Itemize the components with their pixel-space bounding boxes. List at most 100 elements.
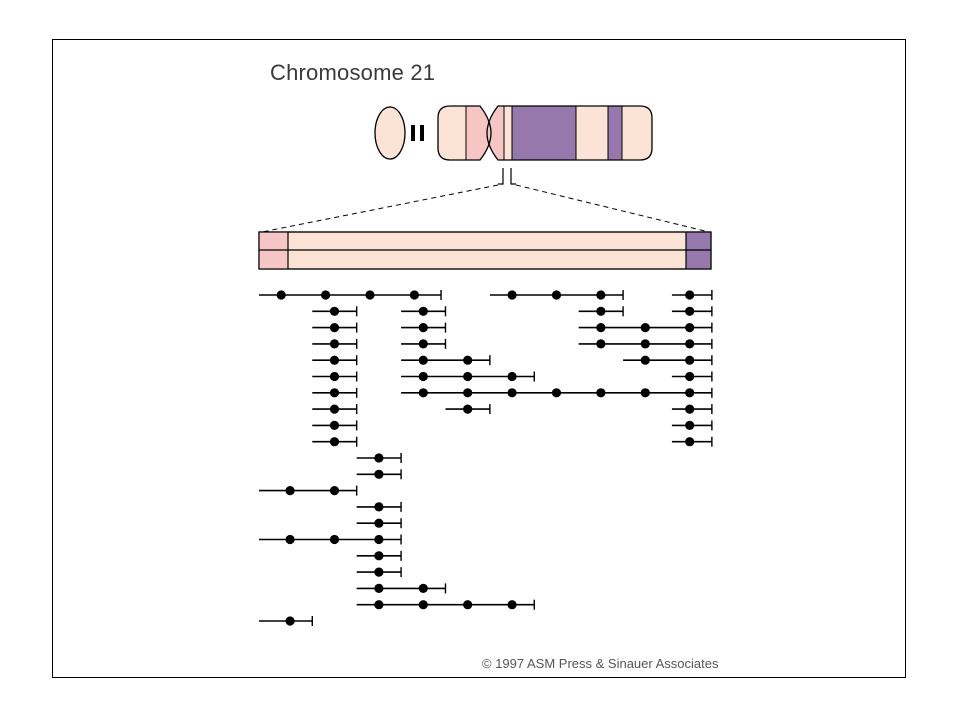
clone — [312, 355, 358, 366]
stalk-band-2 — [420, 125, 424, 141]
marker-dot — [685, 371, 695, 382]
marker-dot — [418, 371, 428, 382]
clone — [489, 290, 624, 300]
clone — [356, 453, 402, 463]
marker-dot — [685, 339, 695, 349]
marker-dot — [409, 290, 419, 300]
marker-dot — [285, 616, 295, 626]
marker-dot — [418, 583, 428, 594]
chromosome-ideogram — [374, 105, 653, 185]
clone — [578, 338, 713, 349]
region-bar-outline — [258, 231, 712, 270]
marker-dot — [418, 306, 428, 316]
marker-dot — [418, 355, 428, 365]
marker-dot — [685, 306, 695, 316]
marker-dot — [507, 388, 517, 398]
copyright-notice: © 1997 ASM Press & Sinauer Associates — [482, 656, 719, 671]
marker-dot — [640, 323, 650, 333]
clone — [401, 371, 535, 382]
clone — [259, 616, 313, 626]
marker-dot — [374, 567, 384, 577]
marker-dot — [374, 551, 384, 561]
clone — [356, 469, 402, 480]
marker-dot — [551, 290, 562, 300]
satellite — [374, 106, 406, 160]
clone — [578, 306, 624, 317]
clone — [578, 322, 713, 333]
marker-dot — [329, 486, 340, 496]
marker-dot — [685, 355, 695, 365]
marker-dot — [685, 388, 695, 398]
marker-dot — [329, 534, 340, 545]
marker-dot — [596, 306, 606, 316]
marker-dot — [329, 404, 340, 414]
marker-dot — [374, 453, 384, 463]
clone — [312, 306, 358, 317]
marker-dot — [374, 583, 384, 594]
stalk-band-1 — [411, 125, 415, 141]
marker-dot — [374, 469, 384, 479]
region-marker-left — [498, 168, 504, 185]
marker-dot — [418, 339, 428, 349]
enlarged-region — [258, 231, 712, 270]
marker-dot — [463, 600, 473, 610]
clone — [671, 371, 713, 382]
clone — [671, 404, 713, 415]
marker-dot — [329, 437, 340, 447]
short-arm-outline — [437, 105, 492, 161]
marker-dot — [596, 388, 606, 398]
clone — [312, 436, 358, 447]
marker-dot — [285, 534, 295, 545]
marker-dot — [685, 323, 695, 333]
band-q22 — [608, 106, 622, 160]
clone-map — [259, 290, 713, 626]
clone — [259, 485, 358, 496]
marker-dot — [374, 600, 384, 610]
marker-dot — [329, 306, 340, 316]
marker-dot — [463, 388, 473, 398]
marker-dot — [329, 371, 340, 382]
marker-dot — [640, 355, 650, 365]
clone — [671, 436, 713, 447]
short-arm-pink-band — [466, 106, 491, 160]
clone — [356, 550, 402, 561]
long-arm-outline — [486, 105, 653, 161]
clone — [356, 518, 402, 529]
clone — [401, 355, 491, 366]
band-q21 — [512, 106, 576, 160]
clone — [356, 501, 402, 512]
clone — [401, 387, 713, 398]
marker-dot — [463, 355, 473, 365]
marker-dot — [685, 437, 695, 447]
clone — [356, 583, 447, 594]
marker-dot — [365, 290, 375, 300]
marker-dot — [329, 355, 340, 365]
clone — [312, 387, 358, 398]
marker-dot — [329, 420, 340, 430]
marker-dot — [640, 339, 650, 349]
clone — [401, 306, 447, 317]
clone — [259, 534, 402, 545]
marker-dot — [640, 388, 650, 398]
clone — [671, 290, 713, 300]
marker-dot — [374, 534, 384, 545]
clone — [259, 290, 442, 300]
zoom-line-left — [261, 184, 499, 233]
marker-dot — [596, 339, 606, 349]
clone — [623, 355, 713, 366]
clone — [312, 371, 358, 382]
clone — [312, 420, 358, 431]
marker-dot — [685, 420, 695, 430]
marker-dot — [374, 502, 384, 512]
marker-dot — [551, 388, 562, 398]
marker-dot — [596, 290, 606, 300]
long-arm-pink-band — [487, 106, 504, 160]
clone — [356, 567, 402, 578]
marker-dot — [685, 290, 695, 300]
region-marker-right — [510, 168, 516, 185]
clone — [312, 322, 358, 333]
diagram-title: Chromosome 21 — [270, 60, 436, 85]
marker-dot — [321, 290, 331, 300]
clone — [312, 338, 358, 349]
